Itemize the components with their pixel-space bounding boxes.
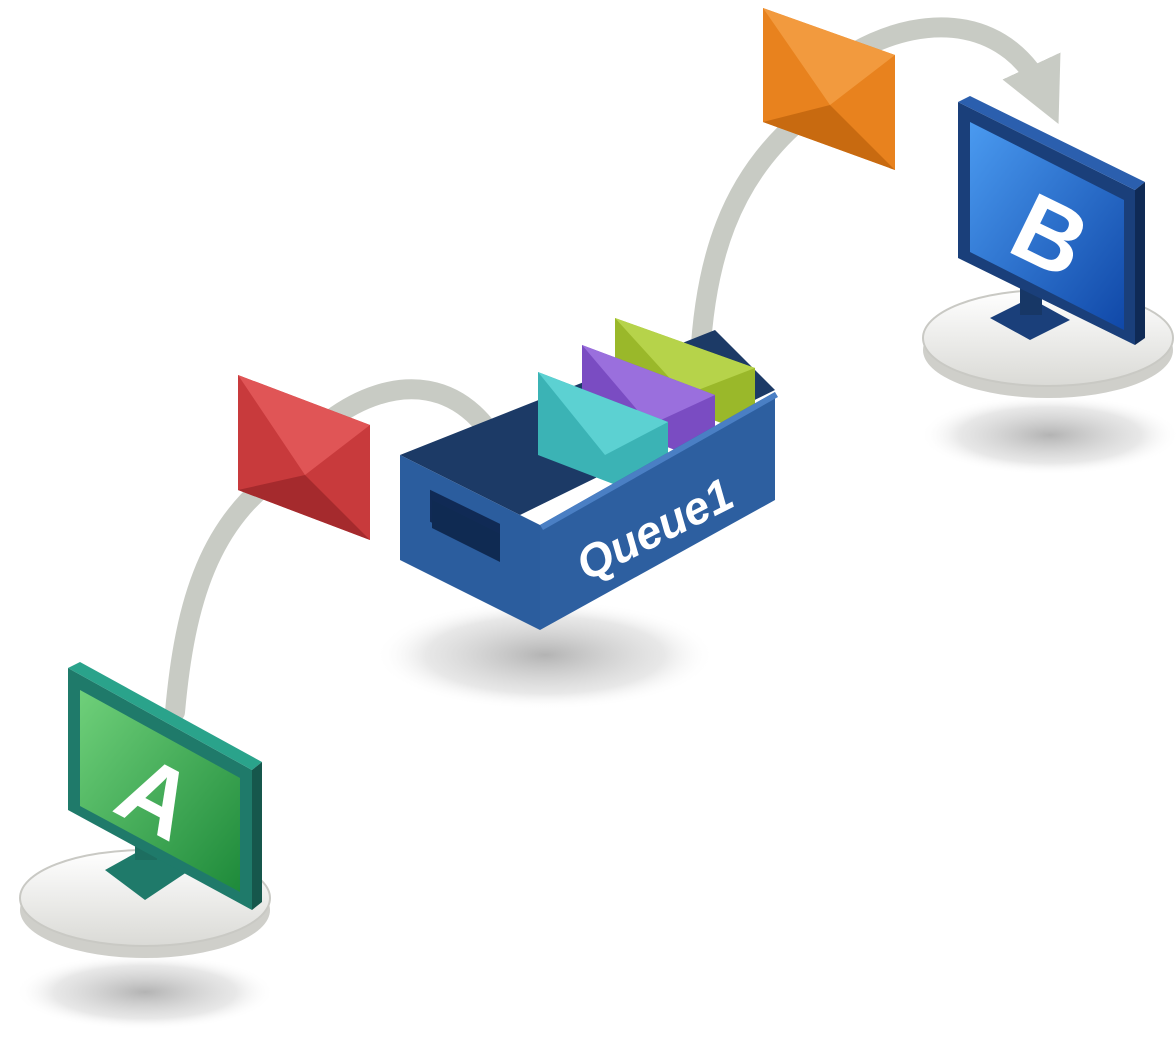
message-orange	[763, 8, 895, 170]
arrow-message-to-b	[850, 17, 1061, 124]
message-red	[238, 375, 370, 540]
queue: Queue1	[400, 318, 778, 630]
computer-b-screen	[970, 122, 1124, 330]
queue-box-front	[540, 392, 775, 630]
arrow-queue-to-message	[690, 110, 810, 370]
computer-b-shadow	[920, 395, 1176, 475]
queue-shadow	[375, 600, 715, 710]
computer-b: B	[922, 96, 1174, 398]
computer-a-shadow	[15, 954, 275, 1030]
queue-message-3	[615, 318, 755, 435]
computer-a: A	[19, 662, 271, 958]
computer-b-stand	[990, 298, 1070, 340]
computer-a-screen	[80, 690, 240, 892]
queue-message-2	[582, 345, 715, 465]
arrow-a-to-message	[165, 460, 295, 722]
